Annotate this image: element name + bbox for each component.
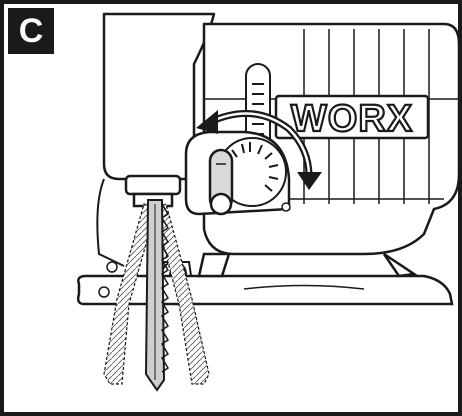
jigsaw-blade (144, 199, 170, 392)
figure-label-badge: C (8, 8, 54, 54)
bevel-lever[interactable] (208, 148, 234, 216)
tilted-blade-left (103, 203, 157, 385)
brand-logo: WORX (274, 94, 430, 141)
brand-logo-text: WORX (291, 98, 413, 140)
curved-double-arrow-icon (196, 110, 322, 190)
tilted-blade-right (153, 203, 210, 385)
bevel-dial (184, 130, 291, 216)
jigsaw-illustration: WORX (76, 12, 458, 392)
base-plate (76, 252, 454, 306)
